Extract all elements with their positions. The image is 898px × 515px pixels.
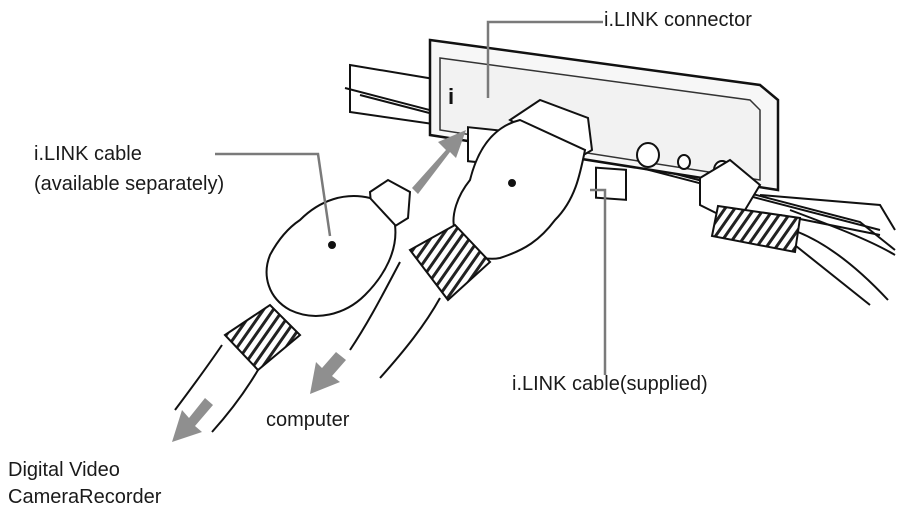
separate-cable-plug <box>174 178 412 433</box>
computer-label: computer <box>266 409 350 431</box>
ilink-cable-separate-label-line1: i.LINK cable <box>34 143 142 165</box>
leader-lines <box>215 20 607 375</box>
ilink-connector-label: i.LINK connector <box>604 9 752 31</box>
svg-text:i: i <box>448 84 454 109</box>
ilink-logo-icon: i <box>448 84 454 109</box>
supplied-cable-plug <box>349 98 594 379</box>
digital-video-label-line2: CameraRecorder <box>8 486 162 508</box>
digital-video-label-line1: Digital Video <box>8 459 120 481</box>
ilink-cable-supplied-label: i.LINK cable(supplied) <box>512 373 708 395</box>
power-plug <box>699 158 896 306</box>
computer-body <box>344 38 896 251</box>
direction-arrow-icon <box>172 130 466 442</box>
ilink-cable-separate-label-line2: (available separately) <box>34 173 225 195</box>
